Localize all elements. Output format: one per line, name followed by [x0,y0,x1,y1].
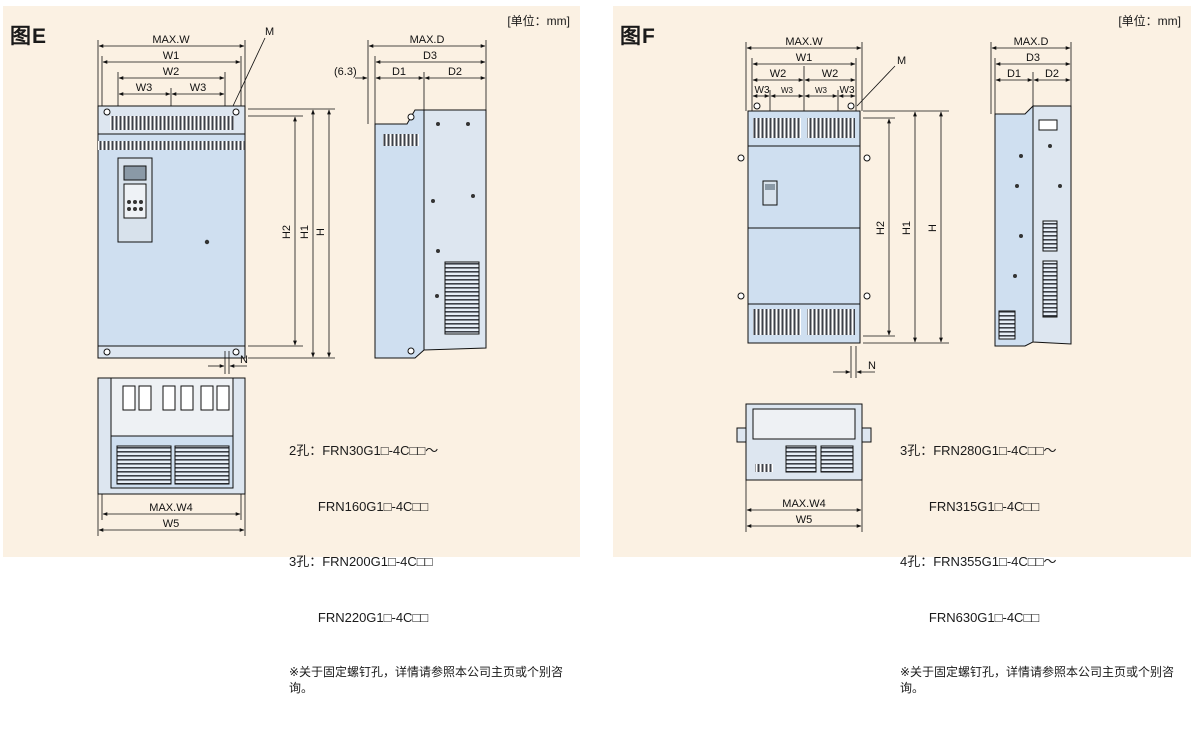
note-line: 3孔：FRN280G1□-4C□□～ [900,443,1057,458]
dim-m: M [897,55,906,67]
note-line: 2孔：FRN30G1□-4C□□～ [289,443,439,458]
dim-w2-left: W2 [770,68,787,80]
dim-d3: D3 [423,50,437,62]
figure-f-drawing: MAX.W W1 W2 W2 W3 W3 W3 W3 M H2 H1 H N [736,36,1072,532]
dim-d2: D2 [1045,68,1059,80]
side-dimensions [990,42,1072,114]
front-view [97,105,246,359]
dim-h1: H1 [901,221,913,235]
dim-d1: D1 [1007,68,1021,80]
figure-e-title: 图E [10,25,48,48]
bottom-dimension-labels: MAX.W4 W5 [149,502,192,530]
front-view [737,102,871,344]
dim-w5: W5 [163,518,180,530]
dim-w3-left: W3 [136,82,153,94]
bottom-dimension-labels: MAX.W4 W5 [782,498,825,526]
bottom-dimensions [97,494,246,536]
dim-h: H [927,224,939,232]
note-line: 4孔：FRN355G1□-4C□□～ [900,554,1057,569]
dim-n: N [240,354,248,366]
dim-max-d: MAX.D [410,34,445,46]
side-view [374,109,487,359]
dim-d2: D2 [448,66,462,78]
figure-f-unit-label: [单位：mm] [1118,14,1181,28]
dim-max-w: MAX.W [785,36,823,48]
side-view [994,104,1072,347]
note-remark: ※关于固定螺钉孔，详情请参照本公司主页或个别咨询。 [289,665,564,695]
dim-w1: W1 [163,50,180,62]
front-dimension-labels: MAX.W W1 W2 W2 W3 W3 W3 W3 M H2 H1 H N [755,36,940,372]
figure-f-notes: 3孔：FRN280G1□-4C□□～ FRN315G1□-4C□□ 4孔：FRN… [900,405,1192,733]
front-dimensions [745,42,949,378]
figure-e-panel: 图E [单位：mm] [3,6,580,695]
figure-e-unit-label: [单位：mm] [507,14,570,28]
note-line: 3孔：FRN200G1□-4C□□ [289,554,433,569]
note-line: FRN315G1□-4C□□ [900,498,1040,514]
dim-w5: W5 [796,514,813,526]
dim-w3-d: W3 [840,85,855,96]
bottom-view [97,377,246,495]
dim-w2: W2 [163,66,180,78]
dim-max-w4: MAX.W4 [782,498,825,510]
dim-w2-right: W2 [822,68,839,80]
side-dimension-labels: MAX.D D3 D1 D2 [1007,36,1059,80]
bottom-view [736,403,872,481]
dim-d1: D1 [392,66,406,78]
dim-max-w4: MAX.W4 [149,502,192,514]
dim-h1: H1 [299,225,311,239]
bottom-dimensions [745,480,863,532]
figure-e-notes: 2孔：FRN30G1□-4C□□～ FRN160G1□-4C□□ 3孔：FRN2… [289,405,581,733]
figure-f-title: 图F [620,25,656,48]
dim-w3-right: W3 [190,82,207,94]
dim-max-d: MAX.D [1014,36,1049,48]
note-line: FRN220G1□-4C□□ [289,609,429,625]
note-remark: ※关于固定螺钉孔，详情请参照本公司主页或个别咨询。 [900,665,1175,695]
dim-w3-b: W3 [781,86,794,95]
dim-offset: (6.3) [334,66,357,78]
dim-h2: H2 [281,225,293,239]
figure-f-panel: 图F [单位：mm] [613,6,1191,695]
dim-m: M [265,26,274,38]
dim-n: N [868,360,876,372]
dim-max-w: MAX.W [152,34,190,46]
figure-e-drawing: MAX.W W1 W2 W3 W3 M H2 H1 H N [97,26,487,536]
front-dimensions [97,37,335,374]
note-line: FRN160G1□-4C□□ [289,498,429,514]
note-line: FRN630G1□-4C□□ [900,609,1040,625]
dim-w3-a: W3 [755,85,770,96]
dim-w1: W1 [796,52,813,64]
dim-w3-c: W3 [815,86,828,95]
front-dimension-labels: MAX.W W1 W2 W3 W3 M H2 H1 H N [136,26,327,366]
side-dimension-labels: MAX.D D3 D1 D2 (6.3) [334,34,462,78]
dim-h: H [315,228,327,236]
dim-d3: D3 [1026,52,1040,64]
side-dimensions [355,40,487,124]
dim-h2: H2 [875,221,887,235]
